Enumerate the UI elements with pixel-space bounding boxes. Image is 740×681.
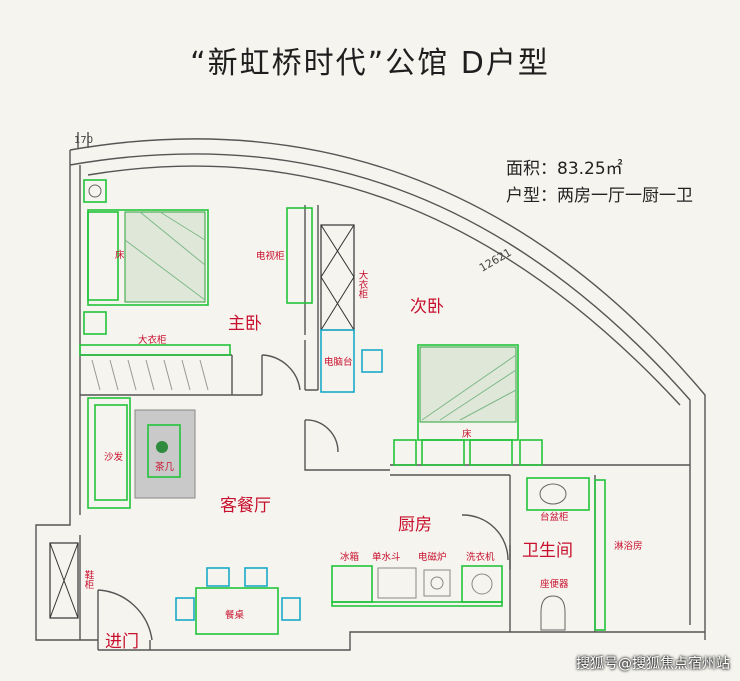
washer <box>461 565 503 603</box>
dining-table-label: 餐桌 <box>225 609 245 621</box>
master-bed: 床 <box>87 209 209 306</box>
bed2-label: 床 <box>462 428 472 440</box>
nightstand-4 <box>519 439 543 466</box>
fridge-label: 冰箱 <box>340 551 359 563</box>
nightstand-3 <box>393 439 417 466</box>
plant-icon <box>156 441 168 453</box>
lamp-icon <box>88 184 102 198</box>
dimension-170: 170 <box>74 135 93 146</box>
burner-icon <box>430 576 444 590</box>
sofa-label: 沙发 <box>104 451 124 463</box>
countertop <box>331 601 503 607</box>
washer-label: 洗衣机 <box>466 551 495 563</box>
watermark: 搜狐号@搜狐焦点宿州站 <box>576 656 730 672</box>
toilet-label: 座便器 <box>540 578 569 590</box>
sink <box>377 567 417 599</box>
cooktop-label: 电磁炉 <box>418 551 447 563</box>
shoe-cabinet-label: 鞋柜 <box>83 569 95 590</box>
sofa: 沙发 <box>87 397 131 509</box>
wardrobe1-label: 大衣柜 <box>138 334 167 346</box>
washer-drum-icon <box>471 573 493 595</box>
second-bed: 床 <box>417 344 519 466</box>
tea-table: 茶几 <box>134 409 196 499</box>
shoe-cabinet: 鞋柜 <box>49 542 95 619</box>
plan-title: “新虹桥时代”公馆 D户型 <box>190 46 550 81</box>
second-bedroom-label: 次卧 <box>410 297 444 317</box>
layout-text: 户型：两房一厅一厨一卫 <box>506 186 693 206</box>
bathroom-label: 卫生间 <box>522 541 573 561</box>
computer-desk-label: 电脑台 <box>324 356 353 368</box>
interior-walls <box>80 205 690 641</box>
computer-desk <box>320 329 355 393</box>
fridge <box>331 565 373 603</box>
shower-screen <box>594 479 606 631</box>
unit-info: 面积：83.25㎡ 户型：两房一厅一厨一卫 <box>506 156 693 210</box>
living-dining-label: 客餐厅 <box>220 496 271 516</box>
bed1-label: 床 <box>115 249 125 261</box>
dimension-12621: 12621 <box>477 246 514 275</box>
wardrobe-master: 大衣柜 <box>79 334 231 391</box>
nightstand <box>83 179 107 203</box>
basin-icon <box>539 483 567 505</box>
tea-table-label: 茶几 <box>155 461 175 473</box>
toilet-icon <box>540 595 566 631</box>
outer-walls <box>35 132 706 651</box>
nightstand-2 <box>83 311 107 335</box>
cooktop <box>423 569 451 597</box>
dining-set: 餐桌 <box>175 567 301 635</box>
desk-chair <box>361 349 383 373</box>
tv-cabinet-label: 电视柜 <box>256 250 285 262</box>
master-bedroom-label: 主卧 <box>228 314 262 334</box>
entrance-label: 进门 <box>105 632 139 652</box>
basin-cabinet <box>526 477 590 511</box>
sink-label: 单水斗 <box>372 551 401 563</box>
tv-cabinet <box>286 207 313 304</box>
kitchen-label: 厨房 <box>398 515 432 535</box>
shower-label: 淋浴房 <box>614 540 643 552</box>
area-text: 面积：83.25㎡ <box>506 159 623 179</box>
wardrobe-second: 大衣柜 <box>320 224 369 331</box>
wardrobe2-label: 大衣柜 <box>357 269 369 299</box>
basin-label: 台盆柜 <box>540 511 569 523</box>
